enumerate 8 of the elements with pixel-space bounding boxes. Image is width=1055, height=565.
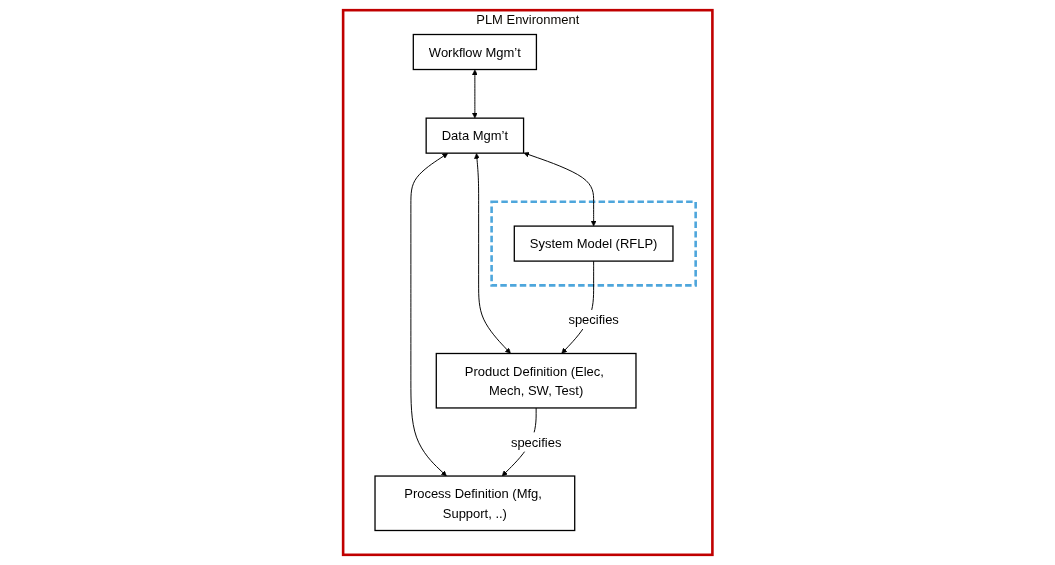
node-box: Process Definition (Mfg, Support, ..) — [374, 475, 576, 532]
edge-label: specifies — [568, 312, 619, 327]
node-box: System Model (RFLP) — [513, 225, 674, 262]
node-box: Workflow Mgm’t — [412, 33, 537, 71]
edge-label: specifies — [510, 434, 562, 450]
node-box: Data Mgm’t — [425, 117, 524, 154]
cluster — [490, 200, 697, 287]
node-box: Product Definition (Elec, Mech, SW, Test) — [435, 352, 637, 409]
